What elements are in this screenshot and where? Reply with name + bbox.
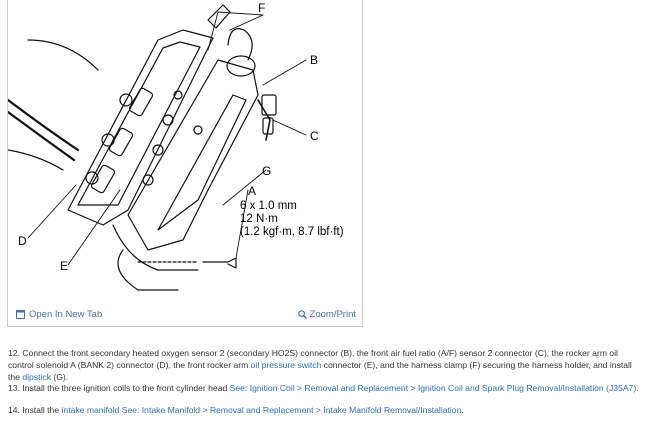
step-12-text-3: (G). — [51, 372, 69, 382]
open-new-tab-link[interactable]: Open In New Tab — [16, 309, 102, 320]
step-13-text-2: . — [636, 383, 639, 393]
step-12-text-2: connector (E), and the harness clamp (F)… — [8, 360, 632, 382]
dipstick-cap — [227, 28, 253, 61]
magnifier-icon — [297, 310, 307, 319]
intake-manifold-link[interactable]: intake manifold — [61, 405, 120, 415]
cylinder-head-cover — [67, 29, 214, 226]
callout-c: C — [310, 129, 319, 143]
oil-pressure-switch-link[interactable]: oil pressure switch — [250, 360, 322, 370]
callout-f: F — [258, 1, 265, 15]
spec-torque-nm: 12 N·m — [240, 213, 278, 225]
step-13-text-1: 13. Install the three ignition coils to … — [8, 383, 230, 393]
engine-diagram: F B C G A D E 6 x 1.0 mm 12 N·m (1.2 kgf… — [8, 1, 344, 291]
step-14: 14. Install the intake manifold See: Int… — [8, 404, 644, 416]
callout-g: G — [262, 164, 271, 178]
open-new-tab-icon — [16, 310, 25, 319]
spec-bolt-size: 6 x 1.0 mm — [240, 200, 297, 212]
zoom-print-link[interactable]: Zoom/Print — [297, 309, 356, 320]
step-14-text-3: . — [461, 405, 464, 415]
step-14-text-1: 14. Install the — [8, 405, 62, 415]
step-12-text-1: 12. Connect the front secondary heated o… — [8, 348, 618, 370]
callout-e: E — [60, 259, 68, 273]
figure-panel: F B C G A D E 6 x 1.0 mm 12 N·m (1.2 kgf… — [7, 0, 363, 327]
callout-d: D — [18, 234, 27, 248]
intake-manifold-removal-link[interactable]: See: Intake Manifold > Removal and Repla… — [121, 405, 462, 415]
callout-a: A — [248, 184, 256, 198]
step-12: 12. Connect the front secondary heated o… — [8, 347, 644, 383]
open-new-tab-label: Open In New Tab — [29, 309, 103, 320]
callout-b: B — [310, 53, 318, 67]
zoom-print-label: Zoom/Print — [309, 309, 356, 320]
intake-manifold — [127, 59, 259, 251]
step-13: 13. Install the three ignition coils to … — [8, 382, 644, 394]
figure-toolbar: Open In New Tab Zoom/Print — [8, 304, 362, 326]
harness-clamp — [207, 4, 231, 29]
dipstick-link[interactable]: dipstick — [22, 372, 51, 382]
bolt-a — [202, 257, 237, 269]
spec-torque-alt: (1.2 kgf·m, 8.7 lbf·ft) — [240, 226, 344, 238]
ignition-coil-link[interactable]: See: Ignition Coil > Removal and Replace… — [229, 383, 637, 393]
